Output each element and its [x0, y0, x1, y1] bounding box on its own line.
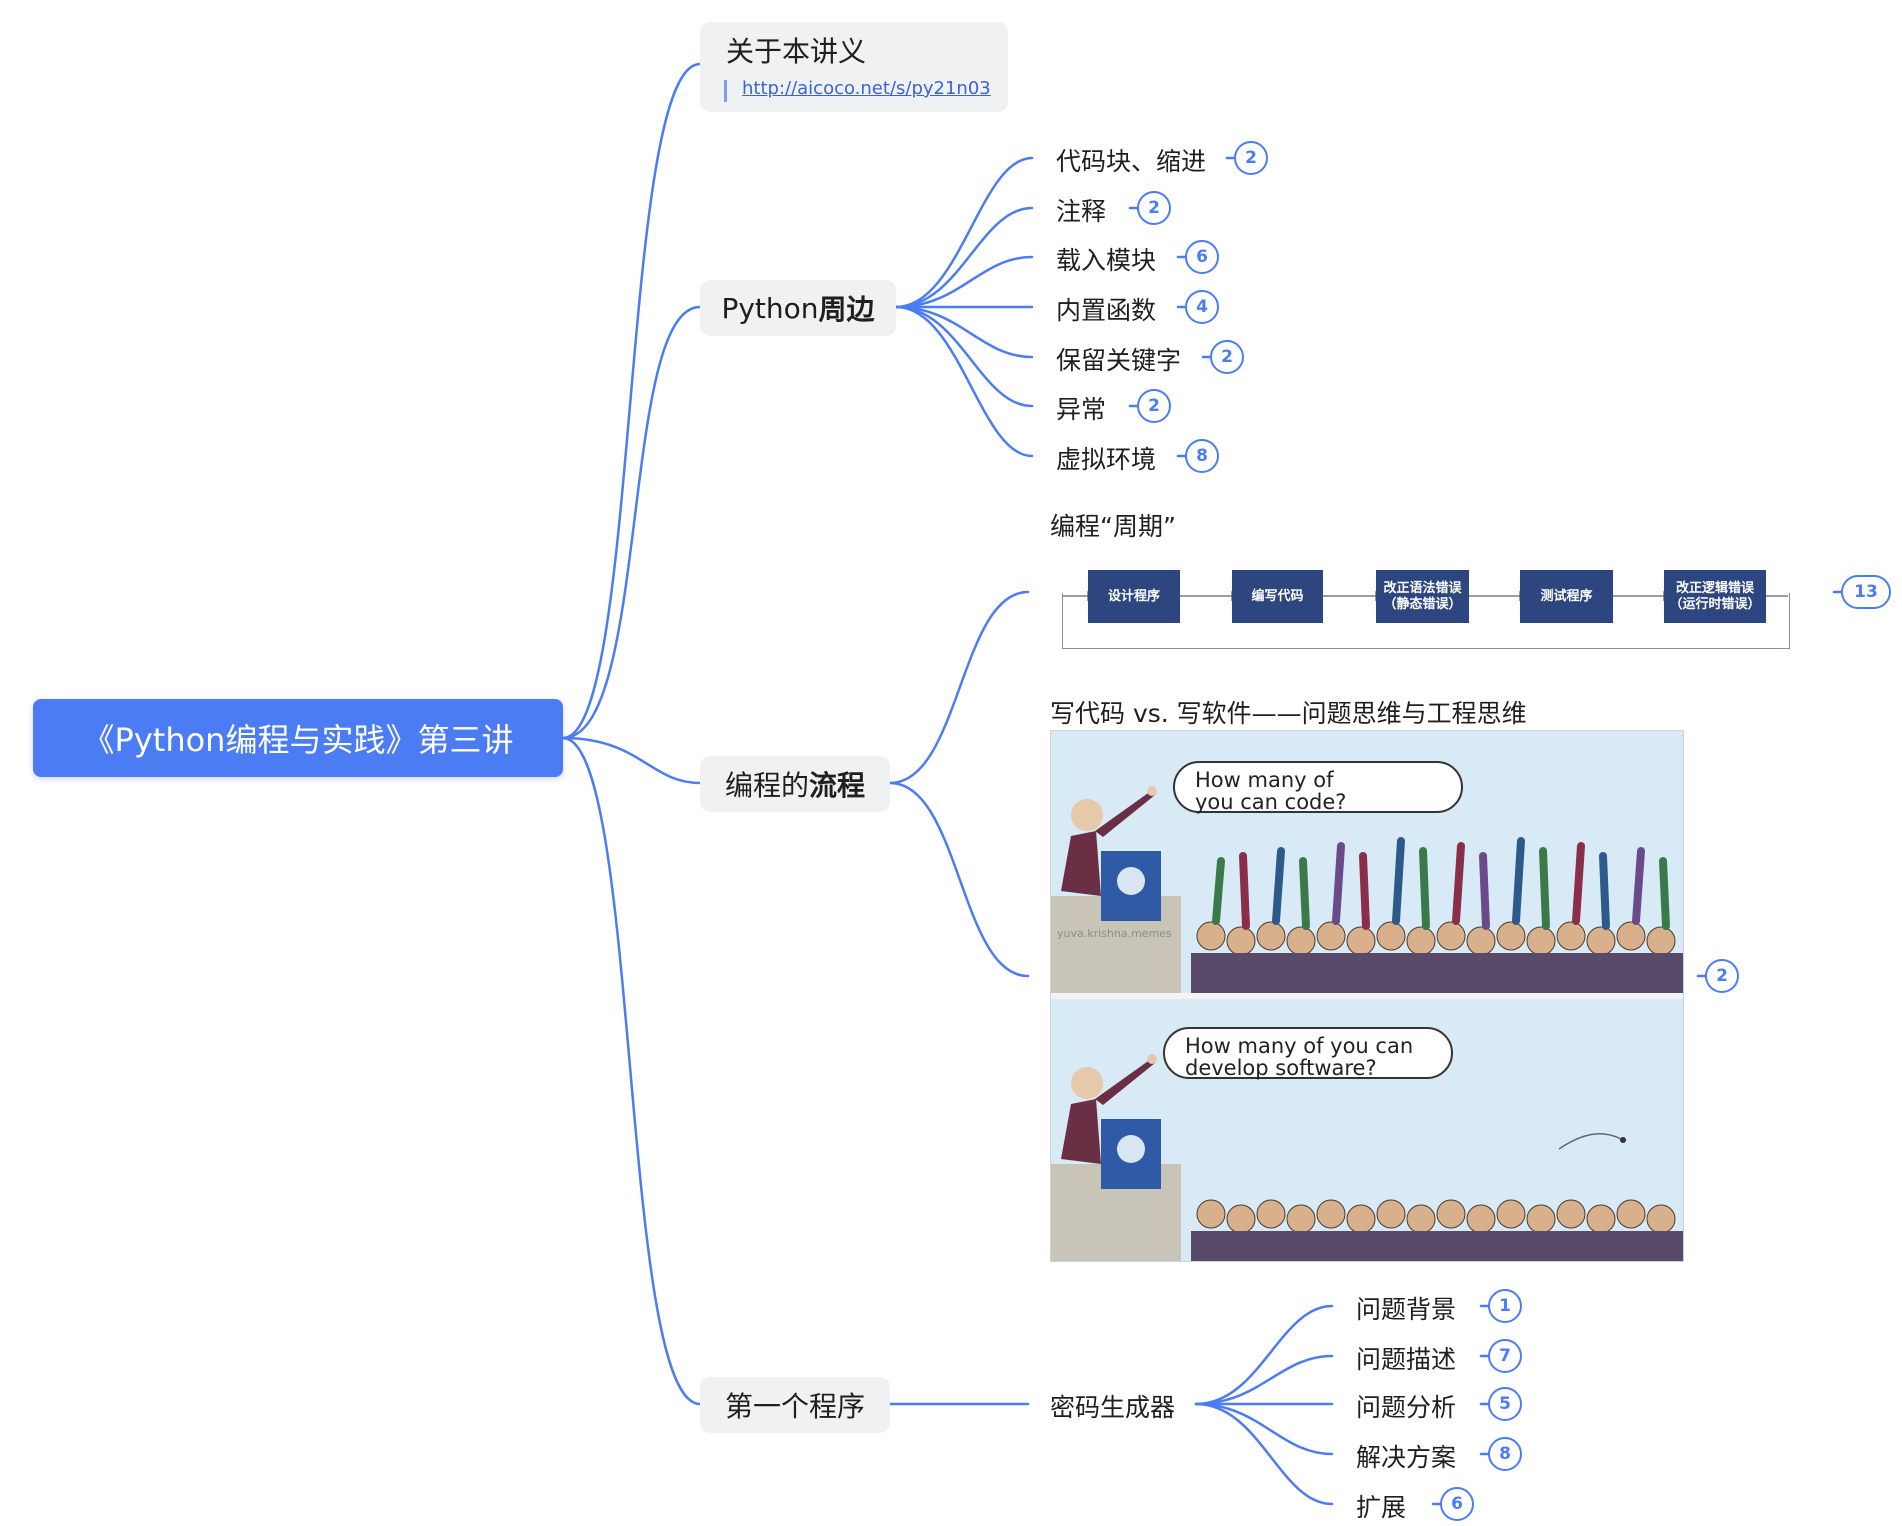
cycle-step-test: 测试程序 — [1520, 570, 1613, 623]
leaf-solution[interactable]: 解决方案 — [1356, 1443, 1457, 1472]
leaf-problem-analysis-count-badge[interactable]: 5 — [1488, 1387, 1522, 1421]
comic-bubble-bottom-line1: How many of you can — [1185, 1034, 1414, 1058]
branch-first-program[interactable]: 第一个程序 — [700, 1377, 890, 1433]
leaf-problem-analysis[interactable]: 问题分析 — [1356, 1393, 1457, 1422]
connector-root-intro — [561, 62, 702, 740]
root-node[interactable]: 《Python编程与实践》第三讲 — [33, 699, 563, 777]
comic-crowd-raising-hands-illustration — [1051, 786, 1683, 993]
comic-watermark: yuva.krishna.memes — [1057, 927, 1172, 940]
intro-link[interactable]: http://aicoco.net/s/py21n03 — [742, 78, 991, 99]
connector-python-6 — [894, 305, 1034, 408]
connector-sub-5 — [1194, 1402, 1334, 1506]
branch-process-label-plain: 编程的 — [724, 769, 809, 802]
branch-python-label-plain: Python — [721, 291, 819, 325]
node-password-generator[interactable]: 密码生成器 — [1050, 1393, 1176, 1422]
cycle-step-design: 设计程序 — [1088, 570, 1180, 623]
cycle-step-fix-syntax: 改正语法错误 （静态错误） — [1376, 570, 1469, 623]
leaf-exceptions[interactable]: 异常 — [1056, 395, 1107, 424]
note-quote-bar — [724, 80, 727, 102]
cycle-step-fix-syntax-line2: （静态错误） — [1383, 596, 1462, 612]
leaf-extension[interactable]: 扩展 — [1356, 1493, 1407, 1522]
intro-node[interactable] — [700, 22, 1008, 112]
connector-root-process — [561, 736, 702, 785]
cycle-step-fix-logic-line2: （运行时错误） — [1669, 596, 1761, 612]
leaf-extension-count-badge[interactable]: 6 — [1440, 1487, 1474, 1521]
cycle-step-design-text: 设计程序 — [1107, 588, 1160, 604]
leaf-reserved-keywords-count-badge[interactable]: 2 — [1210, 340, 1244, 374]
comic-bubble-top-line2: you can code? — [1195, 790, 1347, 814]
cycle-step-fix-logic: 改正逻辑错误 （运行时错误） — [1664, 570, 1766, 623]
connector-python-3 — [894, 255, 1034, 309]
leaf-import-modules[interactable]: 载入模块 — [1056, 246, 1157, 275]
intro-title: 关于本讲义 — [726, 35, 867, 68]
comic-panel-separator — [1051, 993, 1683, 999]
branch-python-label-bold: 周边 — [818, 293, 875, 326]
connector-sub-1 — [1194, 1304, 1334, 1406]
connector-python-1 — [894, 156, 1034, 309]
leaf-problem-description-count-badge[interactable]: 7 — [1488, 1339, 1522, 1373]
leaf-virtual-env-count-badge[interactable]: 8 — [1185, 439, 1219, 473]
comic-crowd-silent-illustration — [1051, 1054, 1683, 1261]
cycle-count-badge[interactable]: 13 — [1841, 575, 1891, 609]
comic-bubble-top: How many of you can code? — [1173, 761, 1463, 813]
cycle-step-fix-logic-line1: 改正逻辑错误 — [1675, 580, 1754, 596]
connector-python-2 — [894, 206, 1034, 309]
comic-title[interactable]: 写代码 vs. 写软件——问题思维与工程思维 — [1050, 699, 1527, 728]
cycle-step-fix-syntax-line1: 改正语法错误 — [1383, 580, 1462, 596]
cycle-step-write: 编写代码 — [1232, 570, 1323, 623]
leaf-exceptions-count-badge[interactable]: 2 — [1137, 389, 1171, 423]
comic-bubble-bottom-line2: develop software? — [1185, 1056, 1377, 1080]
connector-process-comic — [888, 781, 1030, 978]
cycle-loop-frame — [1062, 593, 1790, 649]
comic-count-badge[interactable]: 2 — [1705, 959, 1739, 993]
leaf-builtin-functions-count-badge[interactable]: 4 — [1185, 290, 1219, 324]
cycle-title[interactable]: 编程“周期” — [1050, 512, 1176, 541]
leaf-virtual-env[interactable]: 虚拟环境 — [1056, 445, 1157, 474]
leaf-problem-background[interactable]: 问题背景 — [1356, 1295, 1457, 1324]
branch-process-label-bold: 流程 — [809, 769, 866, 802]
leaf-comments[interactable]: 注释 — [1056, 197, 1107, 226]
connector-python-5 — [894, 305, 1034, 359]
connector-python-7 — [894, 305, 1034, 458]
cycle-step-test-text: 测试程序 — [1540, 588, 1593, 604]
leaf-comments-count-badge[interactable]: 2 — [1137, 191, 1171, 225]
cycle-step-write-text: 编写代码 — [1251, 588, 1304, 604]
comic-bubble-bottom: How many of you can develop software? — [1163, 1027, 1453, 1079]
leaf-code-block[interactable]: 代码块、缩进 — [1056, 147, 1207, 176]
root-label: 《Python编程与实践》第三讲 — [82, 721, 514, 759]
connector-process-cycle — [888, 590, 1030, 785]
comic-panel-bottom: How many of you can develop software? — [1051, 999, 1683, 1261]
leaf-solution-count-badge[interactable]: 8 — [1488, 1437, 1522, 1471]
leaf-builtin-functions[interactable]: 内置函数 — [1056, 296, 1157, 325]
branch-first-program-label: 第一个程序 — [724, 1390, 865, 1423]
comic-panel-top: How many of you can code? yuva.krishna.m… — [1051, 731, 1683, 993]
branch-process[interactable]: 编程的流程 — [700, 756, 890, 812]
leaf-problem-description[interactable]: 问题描述 — [1356, 1345, 1457, 1374]
leaf-reserved-keywords[interactable]: 保留关键字 — [1056, 346, 1182, 375]
connector-root-first — [561, 736, 702, 1406]
comic-bubble-top-line1: How many of — [1195, 768, 1334, 792]
connector-sub-4 — [1194, 1402, 1334, 1456]
connector-sub-2 — [1194, 1354, 1334, 1406]
connector-root-python — [561, 305, 702, 740]
leaf-problem-background-count-badge[interactable]: 1 — [1488, 1289, 1522, 1323]
leaf-code-block-count-badge[interactable]: 2 — [1234, 141, 1268, 175]
leaf-import-modules-count-badge[interactable]: 6 — [1185, 240, 1219, 274]
comic-image: How many of you can code? yuva.krishna.m… — [1050, 730, 1684, 1262]
